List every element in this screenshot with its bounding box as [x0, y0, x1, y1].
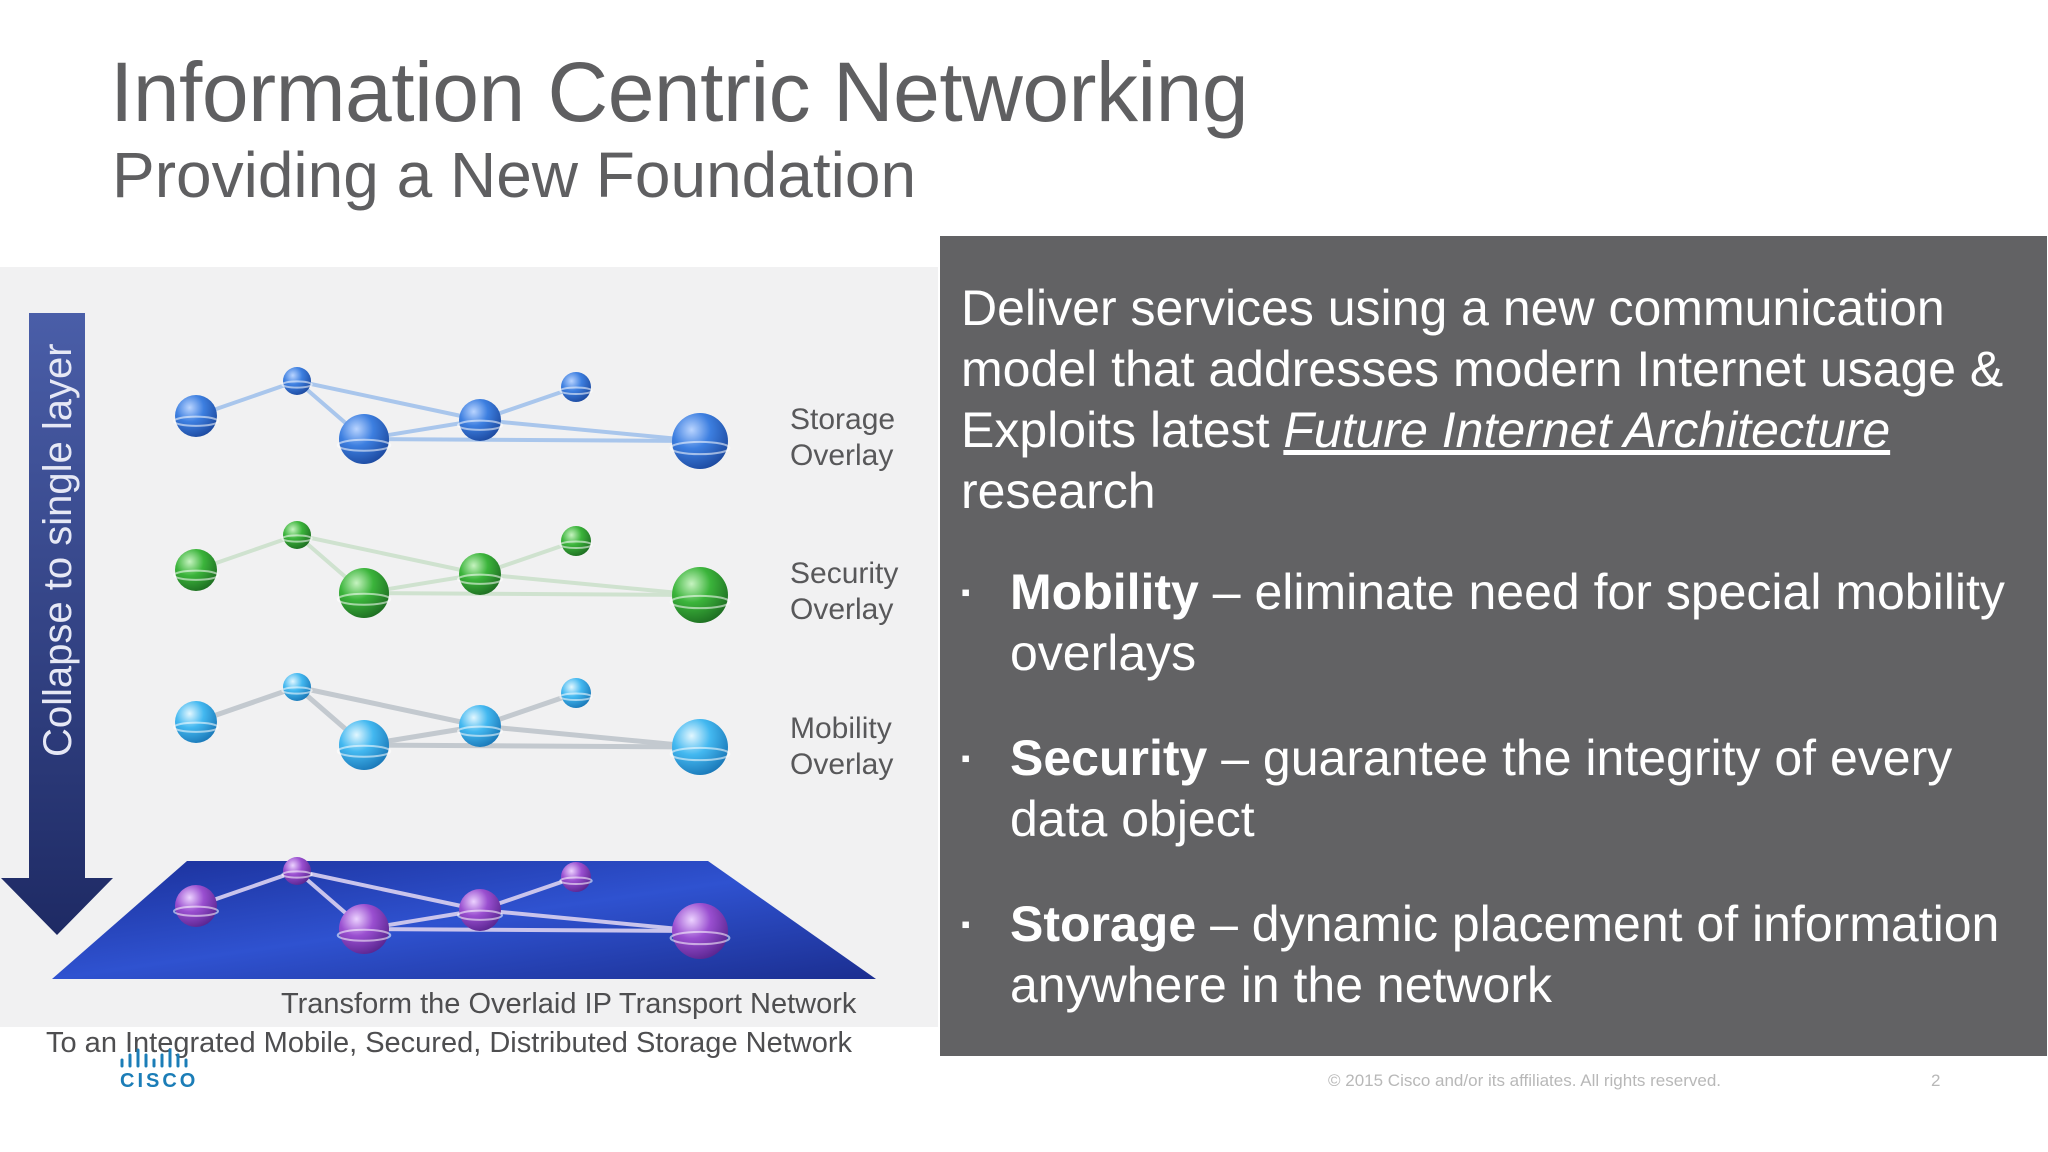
- security-overlay-edges: [195, 533, 701, 597]
- base-network-node-ring: [559, 876, 593, 886]
- storage-overlay-edge: [296, 379, 481, 422]
- bullet-marker: ▪: [961, 909, 971, 939]
- intro-paragraph: Deliver services using a new communicati…: [961, 278, 2031, 522]
- base-network-edge: [296, 869, 481, 912]
- security-overlay-edge: [296, 533, 481, 576]
- storage-overlay-edges: [195, 379, 701, 443]
- security-overlay-node-ring: [336, 592, 392, 606]
- storage-overlay-node-ring: [669, 440, 731, 456]
- base-network-node-ring: [336, 928, 392, 942]
- storage-overlay-label-line1: Storage: [790, 403, 896, 436]
- intro-text: Deliver services using a new communicati…: [961, 280, 2004, 458]
- bullet-text: – eliminate need for special mobility ov…: [1010, 564, 2005, 681]
- base-network-node-ring: [669, 930, 731, 946]
- storage-overlay-node-ring: [559, 386, 593, 396]
- future-internet-architecture-link[interactable]: Future Internet Architecture: [1283, 402, 1891, 458]
- bullet-term: Storage: [1010, 896, 1197, 952]
- security-overlay-node-ring: [172, 569, 220, 581]
- mobility-overlay-label: Mobility Overlay: [790, 711, 893, 783]
- collapse-arrow-label: Collapse to single layer: [36, 343, 80, 757]
- mobility-overlay-nodes: [172, 673, 731, 775]
- mobility-overlay-edges: [195, 684, 701, 750]
- bullet-term: Mobility: [1010, 564, 1199, 620]
- mobility-overlay-edge: [363, 742, 701, 750]
- security-overlay-node-ring: [559, 540, 593, 550]
- base-network-node-ring: [281, 870, 313, 879]
- collapse-arrow: [1, 313, 113, 935]
- slide-title: Information Centric Networking: [110, 45, 1249, 139]
- mobility-overlay-edge: [479, 723, 701, 750]
- bullet-text: – dynamic placement of information anywh…: [1010, 896, 2000, 1013]
- storage-overlay-edge: [363, 437, 701, 443]
- mobility-overlay-node-ring: [172, 721, 220, 733]
- security-overlay-node-ring: [669, 594, 731, 610]
- base-network-nodes: [172, 857, 731, 959]
- storage-overlay-node-ring: [456, 419, 504, 431]
- security-overlay-label: Security Overlay: [790, 556, 898, 628]
- storage-overlay-node-ring: [336, 438, 392, 452]
- diagram-caption-line2: To an Integrated Mobile, Secured, Distri…: [46, 1027, 852, 1059]
- security-overlay-edge: [479, 572, 701, 597]
- bullet-marker: ▪: [961, 577, 971, 607]
- base-network-edge: [363, 927, 701, 933]
- base-network-node-ring: [456, 909, 504, 921]
- description-panel: Deliver services using a new communicati…: [940, 236, 2047, 1056]
- storage-overlay-node-ring: [281, 380, 313, 389]
- security-overlay-edge: [363, 591, 701, 597]
- mobility-overlay-node-ring: [559, 692, 593, 702]
- bullet-text: – guarantee the integrity of every data …: [1010, 730, 1953, 847]
- storage-overlay-label: Storage Overlay: [790, 402, 895, 474]
- mobility-overlay-node-ring: [281, 686, 313, 695]
- mobility-overlay-edge: [296, 684, 481, 729]
- mobility-overlay-node-ring: [456, 725, 504, 737]
- security-overlay-node-ring: [281, 534, 313, 543]
- storage-overlay-node-ring: [172, 415, 220, 427]
- cisco-wordmark: CISCO: [120, 1070, 199, 1092]
- base-network-node-ring: [172, 905, 220, 917]
- storage-overlay-edge: [479, 418, 701, 443]
- intro-tail: research: [961, 463, 1156, 519]
- slide-subtitle: Providing a New Foundation: [112, 139, 917, 211]
- mobility-overlay-label-line2: Overlay: [790, 748, 894, 781]
- storage-overlay-nodes: [172, 367, 731, 469]
- base-network-edge: [479, 908, 701, 933]
- bullet-term: Security: [1010, 730, 1208, 786]
- security-overlay-label-line2: Overlay: [790, 593, 894, 626]
- overlay-diagram: [1, 313, 876, 979]
- copyright-notice: © 2015 Cisco and/or its affiliates. All …: [1328, 1071, 1722, 1090]
- page-number: 2: [1931, 1071, 1941, 1090]
- mobility-overlay-label-line1: Mobility: [790, 712, 892, 745]
- mobility-overlay-node-ring: [336, 744, 392, 758]
- cisco-bridge-icon: [120, 1048, 188, 1068]
- security-overlay-nodes: [172, 521, 731, 623]
- security-overlay-label-line1: Security: [790, 557, 899, 590]
- storage-overlay-label-line2: Overlay: [790, 439, 894, 472]
- mobility-overlay-node-ring: [669, 746, 731, 762]
- security-overlay-node-ring: [456, 573, 504, 585]
- bullet-marker: ▪: [961, 743, 971, 773]
- diagram-caption-line1: Transform the Overlaid IP Transport Netw…: [281, 988, 857, 1020]
